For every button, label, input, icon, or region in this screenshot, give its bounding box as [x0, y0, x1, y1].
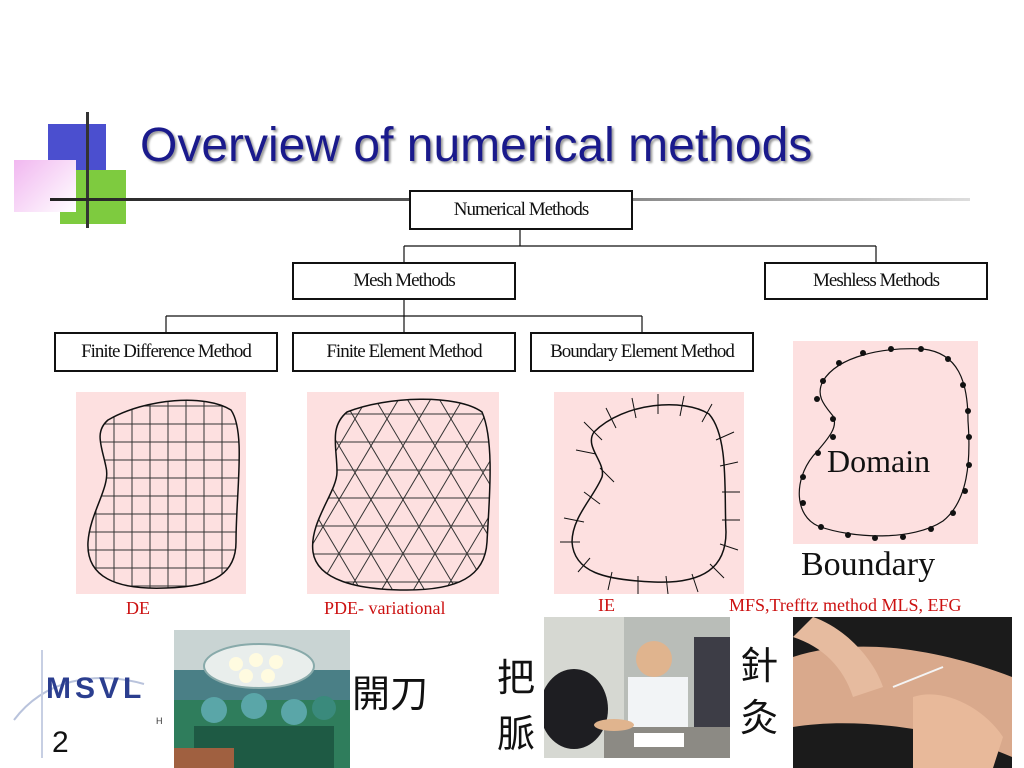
slide-title: Overview of numerical methods [140, 119, 813, 172]
label-surgery: 開刀 [352, 672, 429, 716]
tree-connectors [165, 230, 877, 332]
page-number: 2 [52, 726, 69, 759]
label-pulse-2: 脈 [497, 712, 536, 756]
logo: MSVL [46, 672, 146, 705]
finite-difference-box: Finite Difference Method [54, 332, 278, 372]
fdm-diagram-panel [76, 392, 246, 594]
bem-diagram-panel [554, 392, 744, 595]
label-acupuncture-2: 灸 [740, 696, 779, 740]
caption-mfs: MFS,Trefftz method MLS, EFG [729, 595, 962, 615]
label-pulse-1: 把 [497, 656, 536, 700]
boundary-label: Boundary [801, 546, 936, 583]
caption-pde: PDE- variational [324, 598, 446, 618]
bem-boundary-figure [560, 394, 740, 595]
finite-element-box: Finite Element Method [292, 332, 516, 372]
boundary-element-box: Boundary Element Method [530, 332, 754, 372]
meshless-domain-figure [798, 346, 972, 541]
domain-label: Domain [827, 443, 931, 479]
title-decoration-vertical-line [86, 112, 89, 228]
fem-diagram-panel [307, 392, 499, 594]
logo-swoosh [13, 650, 145, 758]
logo-subtitle: H R [156, 716, 190, 726]
root-node-box: Numerical Methods [409, 190, 633, 230]
pulse-diagnosis-photo [544, 617, 730, 758]
mesh-methods-box: Mesh Methods [292, 262, 516, 300]
meshless-methods-box: Meshless Methods [764, 262, 988, 300]
label-acupuncture-1: 針 [740, 644, 779, 688]
surgery-photo [174, 630, 350, 768]
meshless-diagram-panel: Domain [793, 341, 978, 544]
acupuncture-photo [793, 617, 1012, 768]
caption-de: DE [126, 598, 150, 618]
title-decoration-pink-square [14, 160, 76, 212]
caption-ie: IE [598, 595, 615, 615]
fem-mesh-figure [311, 398, 491, 591]
fdm-grid-figure [87, 399, 241, 589]
